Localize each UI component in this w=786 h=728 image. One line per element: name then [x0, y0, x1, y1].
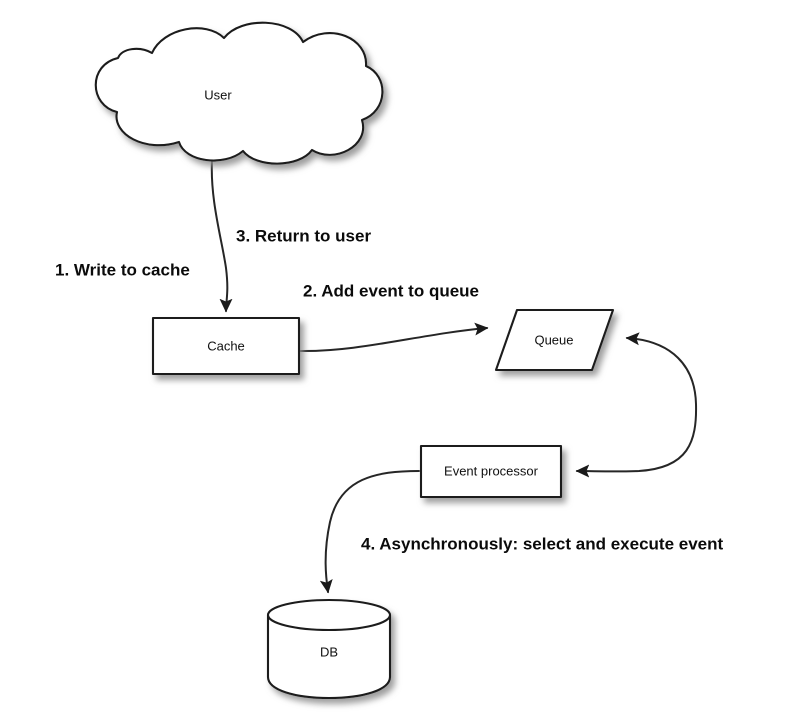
node-queue[interactable]: Queue	[494, 308, 615, 372]
edge-processor-to-db	[319, 470, 420, 594]
node-cache-label: Cache	[207, 338, 245, 353]
node-event-processor-label: Event processor	[444, 463, 539, 478]
edge-cache-to-queue	[299, 322, 489, 353]
edge-user-to-cache	[210, 159, 233, 313]
node-queue-label: Queue	[534, 332, 573, 347]
step-label-2: 2. Add event to queue	[303, 281, 479, 300]
node-db-label: DB	[320, 644, 338, 659]
step-label-3: 3. Return to user	[236, 226, 371, 245]
node-event-processor[interactable]: Event processor	[419, 444, 563, 499]
node-user[interactable]: User	[94, 21, 384, 165]
step-label-4: 4. Asynchronously: select and execute ev…	[361, 534, 724, 553]
edge-queue-processor	[575, 332, 698, 478]
step-label-1: 1. Write to cache	[55, 260, 190, 279]
node-cache[interactable]: Cache	[151, 316, 301, 376]
node-db[interactable]: DB	[266, 598, 392, 700]
node-user-label: User	[204, 87, 232, 102]
